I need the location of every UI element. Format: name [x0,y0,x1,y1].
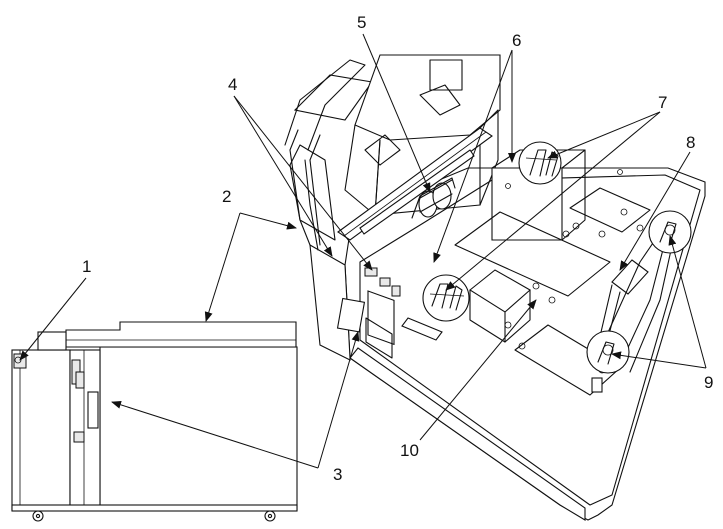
callout-1: 1 [82,257,91,276]
side-view-unit [11,321,298,522]
leader-lines [19,33,707,469]
isometric-view-unit [284,54,706,521]
caster-wheel-right [264,510,276,522]
detail-circle-9-top [648,210,692,254]
callout-5: 5 [357,13,366,32]
callout-labels: 1 2 3 4 5 6 7 8 9 10 [82,13,713,484]
callout-3: 3 [333,465,342,484]
callout-9: 9 [704,373,713,392]
callout-4: 4 [228,75,237,94]
callout-8: 8 [686,133,695,152]
detail-circle-6 [518,141,562,185]
callout-6: 6 [512,31,521,50]
roller-assembly [411,177,456,219]
callout-2: 2 [222,187,231,206]
callout-7: 7 [658,93,667,112]
caster-wheel-left [32,510,44,522]
callout-10: 10 [400,441,419,460]
screws [504,169,644,374]
detail-circle-7-left [422,274,470,322]
detail-circle-9-bottom [586,330,630,374]
